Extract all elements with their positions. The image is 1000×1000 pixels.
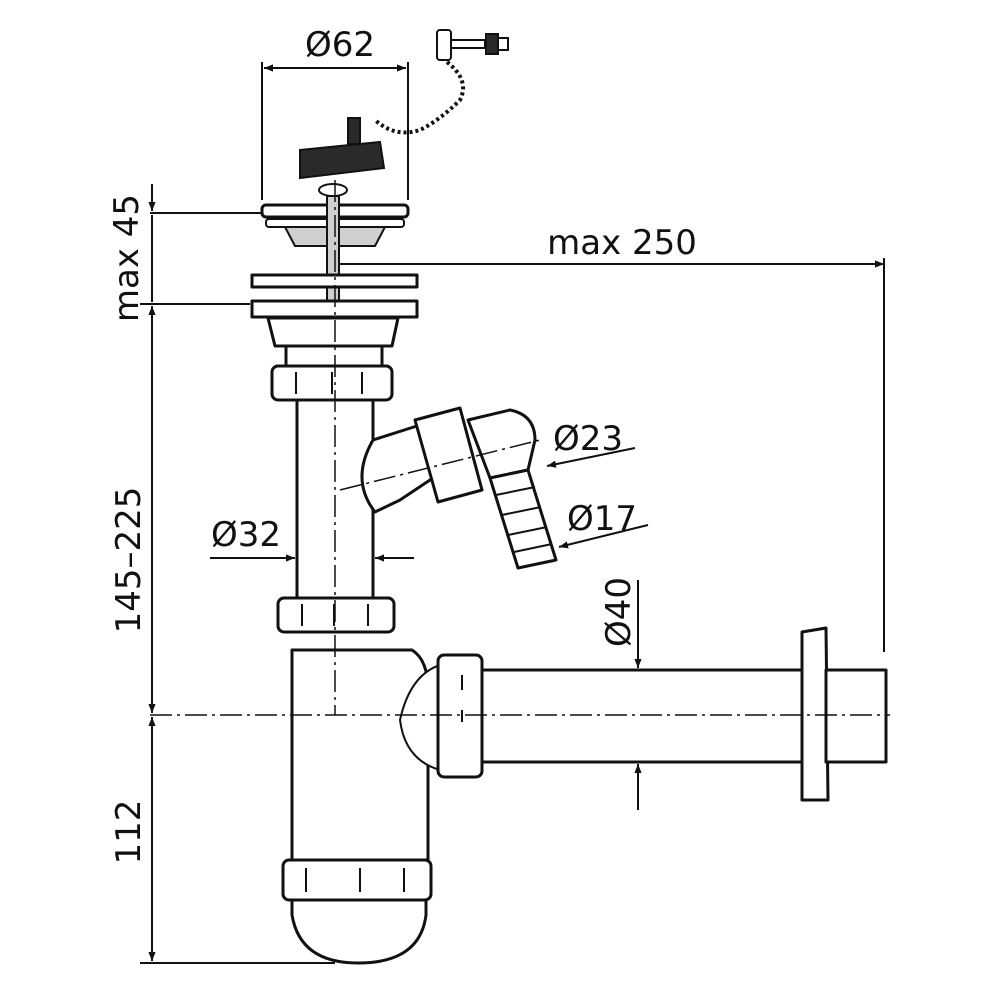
bottle-trap — [281, 648, 441, 965]
dim-strainer-diameter: Ø62 — [261, 25, 409, 200]
label-height-max-strainer: max 45 — [107, 194, 147, 322]
dim-hose-inlet-outer: Ø23 — [546, 419, 636, 468]
outlet-pipe — [436, 626, 888, 802]
dim-hose-inlet-inner: Ø17 — [558, 499, 649, 549]
dim-trap-height: 112 — [109, 717, 335, 964]
label-horizontal-reach: max 250 — [547, 223, 697, 263]
label-strainer-diameter: Ø62 — [305, 25, 375, 65]
hose-inlet — [360, 406, 558, 570]
middle-nut — [276, 596, 396, 634]
label-trap-height: 112 — [109, 800, 149, 865]
dim-height-max-strainer: max 45 — [107, 184, 262, 322]
dim-adjustable-height: 145–225 — [109, 306, 156, 713]
label-hose-inlet-outer: Ø23 — [553, 419, 623, 459]
center-lines — [150, 180, 890, 716]
label-hose-inlet-inner: Ø17 — [567, 499, 637, 539]
stopper-assembly — [299, 29, 509, 180]
dim-horizontal-reach: max 250 — [340, 223, 885, 652]
label-adjustable-height: 145–225 — [109, 487, 149, 634]
strainer — [250, 183, 419, 319]
label-outlet-diameter: Ø40 — [599, 577, 639, 647]
dim-outlet-diameter: Ø40 — [599, 577, 642, 810]
dim-tube-diameter: Ø32 — [210, 515, 414, 562]
label-tube-diameter: Ø32 — [211, 515, 281, 555]
